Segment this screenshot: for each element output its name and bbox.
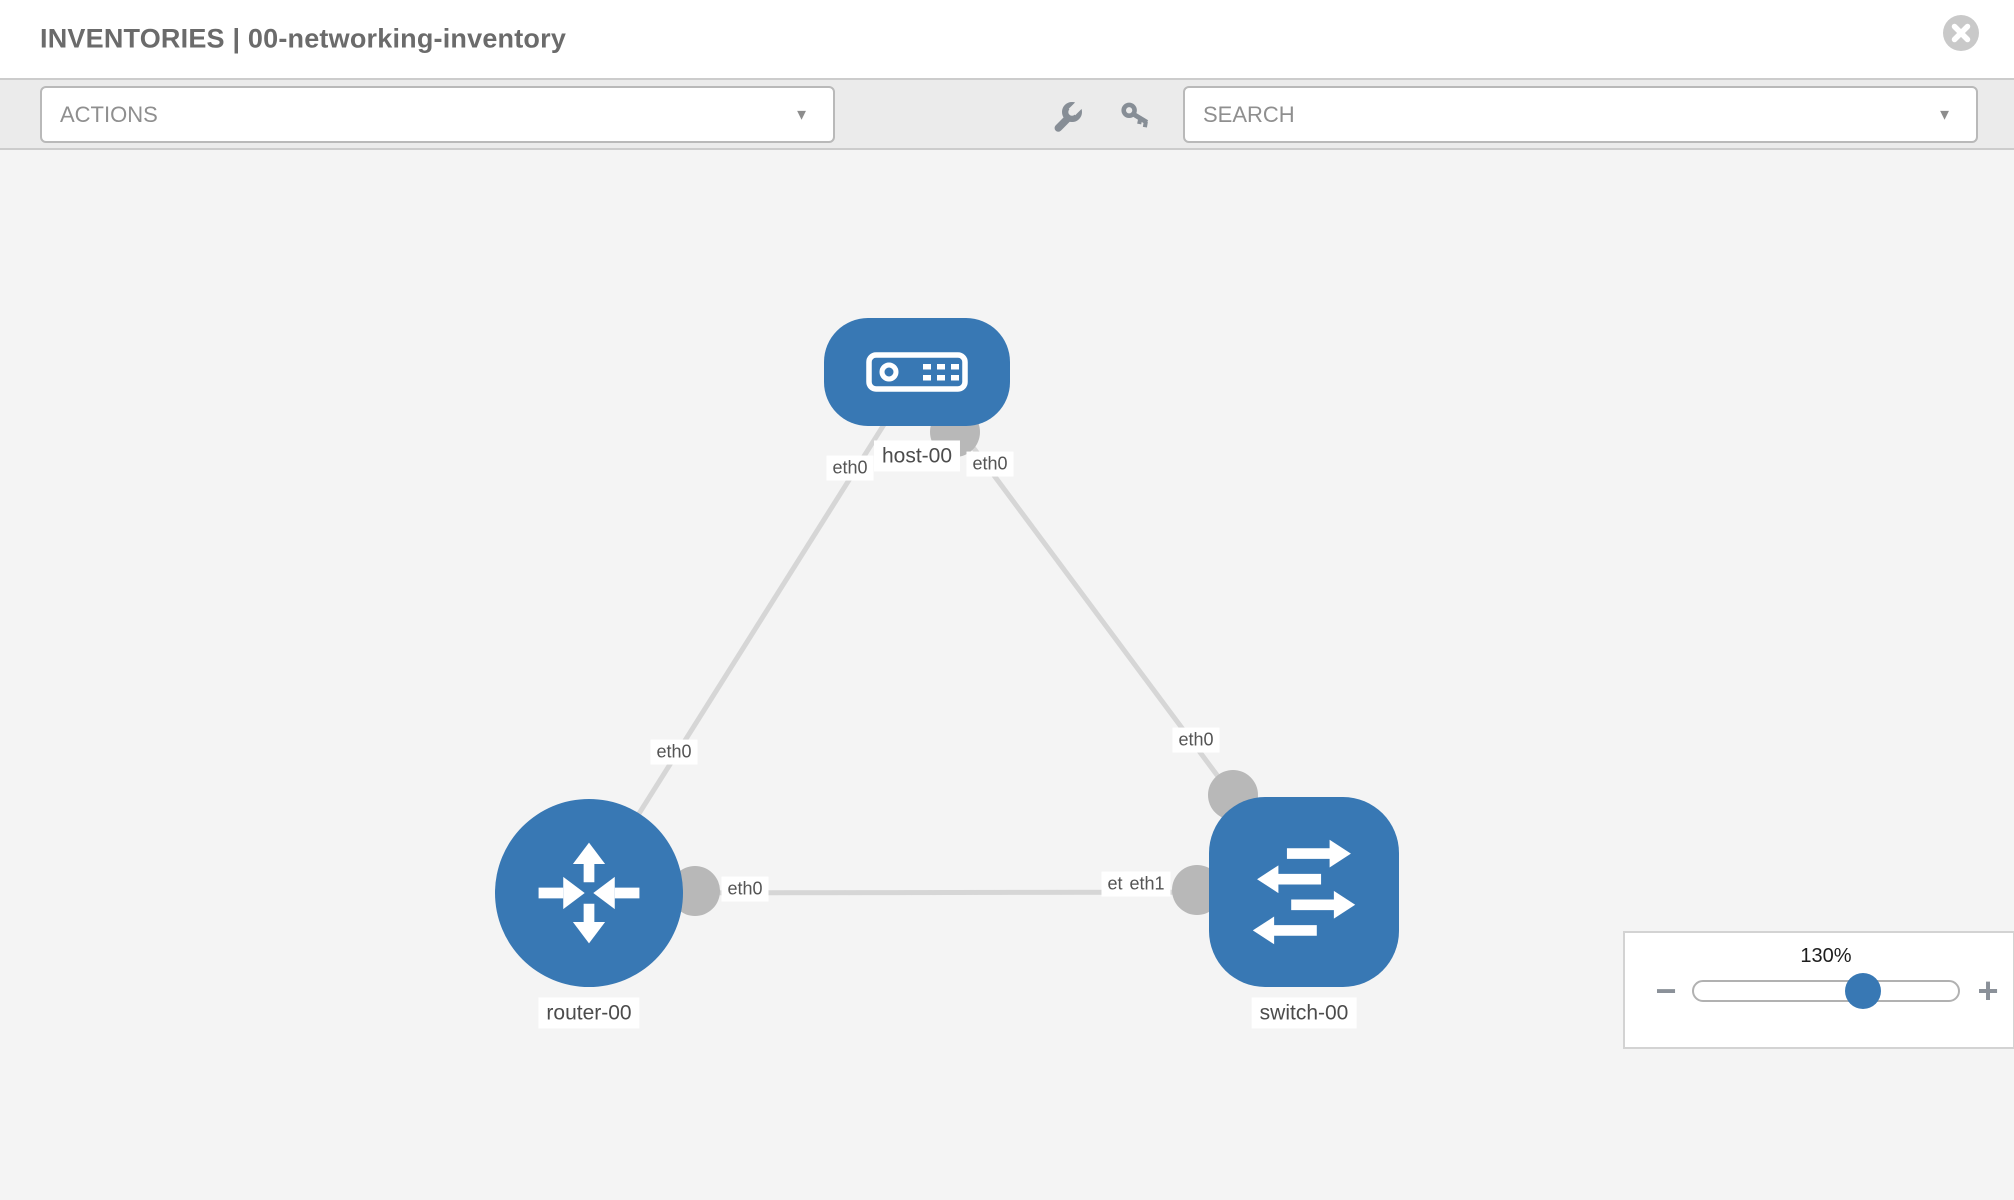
search-dropdown-label: SEARCH bbox=[1203, 101, 1295, 127]
chevron-down-icon: ▼ bbox=[1937, 106, 1952, 123]
link-endpoint[interactable] bbox=[670, 866, 720, 916]
zoom-slider-track[interactable] bbox=[1692, 973, 1960, 1009]
actions-dropdown[interactable]: ACTIONS ▼ bbox=[40, 86, 835, 143]
zoom-level-label: 130% bbox=[1800, 945, 1852, 967]
node-router-00[interactable] bbox=[495, 799, 683, 987]
key-icon bbox=[1121, 102, 1149, 128]
zoom-panel: 130% − + bbox=[1623, 931, 2014, 1049]
close-button[interactable] bbox=[1942, 14, 1980, 52]
zoom-out-button[interactable]: − bbox=[1655, 970, 1677, 1011]
chevron-down-icon: ▼ bbox=[794, 106, 809, 123]
zoom-in-button[interactable]: + bbox=[1977, 970, 1999, 1011]
page-title: INVENTORIES | 00-networking-inventory bbox=[40, 23, 567, 54]
router-icon bbox=[538, 842, 640, 944]
toolbar: ACTIONS ▼ SEARCH ▼ bbox=[0, 80, 2014, 150]
actions-dropdown-label: ACTIONS bbox=[60, 101, 158, 127]
search-dropdown[interactable]: SEARCH ▼ bbox=[1183, 86, 1978, 143]
wrench-icon bbox=[1054, 97, 1087, 132]
close-icon bbox=[1943, 15, 1979, 51]
host-icon bbox=[866, 352, 968, 392]
topology-nodes-layer bbox=[0, 152, 2014, 1200]
switch-icon bbox=[1252, 839, 1356, 945]
node-host-00[interactable] bbox=[824, 318, 1010, 426]
configure-button[interactable] bbox=[1048, 97, 1088, 132]
node-switch-00[interactable] bbox=[1209, 797, 1399, 987]
zoom-slider-handle[interactable] bbox=[1844, 973, 1881, 1009]
credentials-button[interactable] bbox=[1116, 100, 1156, 132]
page-header: INVENTORIES | 00-networking-inventory bbox=[0, 0, 2014, 80]
